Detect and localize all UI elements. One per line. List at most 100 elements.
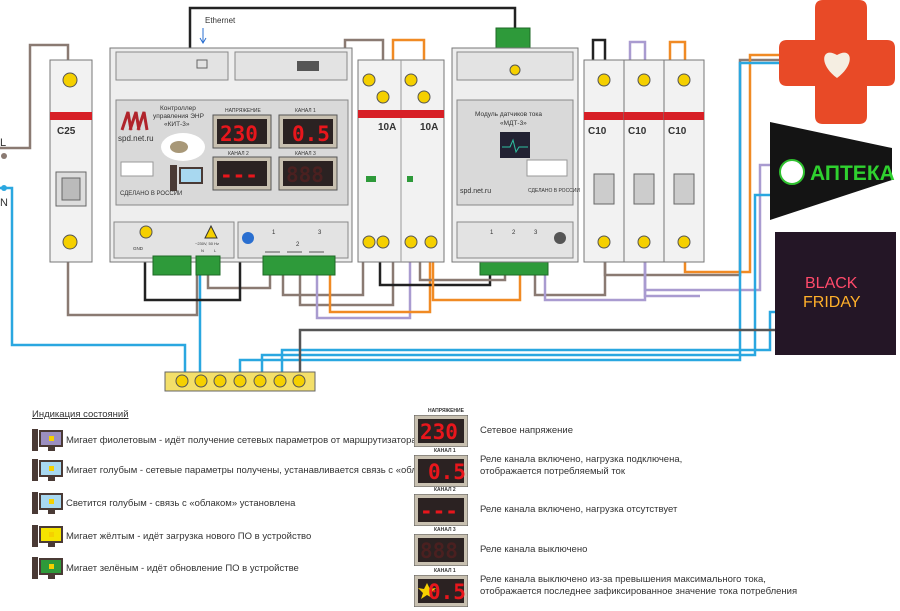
warning-icon [204, 224, 218, 239]
relay-module-10a[interactable]: 10A 10A [357, 59, 445, 263]
network-icon [196, 59, 208, 69]
svg-text:BLACK: BLACK [805, 275, 858, 292]
svg-text:N: N [201, 248, 204, 253]
line-dot [1, 153, 7, 159]
status-legend-text: Мигает фиолетовым - идёт получение сетев… [66, 435, 417, 446]
computer-status-icon [32, 429, 63, 451]
display-label: КАНАЛ 1 [434, 448, 456, 454]
display-sample: --- [414, 494, 468, 526]
display-voltage: НАПРЯЖЕНИЕ 230 [212, 108, 272, 149]
svg-text:2: 2 [512, 230, 516, 236]
main-breaker-c25[interactable]: C25 [49, 59, 93, 263]
pharmacy-sign: АПТЕКА [770, 122, 895, 220]
button-icon [297, 61, 319, 71]
black-friday-sign: BLACK FRIDAY [775, 232, 896, 355]
controller-kit3[interactable]: spd.net.ru Контроллер управления ЭНР «КИ… [109, 47, 353, 263]
display-legend-text: Реле канала выключено [480, 544, 588, 555]
svg-text:КАНАЛ 1: КАНАЛ 1 [295, 108, 316, 114]
line-wire [0, 43, 70, 150]
svg-text:АПТЕКА: АПТЕКА [810, 162, 895, 185]
display-sample: 0.5 [414, 455, 468, 487]
svg-text:0.5: 0.5 [292, 122, 330, 146]
svg-text:«МДТ-3»: «МДТ-3» [500, 120, 527, 127]
pulse-icon [500, 132, 530, 158]
display-legend-text: Реле канала включено, нагрузка подключен… [480, 454, 683, 477]
neutral-bus-bar [164, 371, 316, 392]
svg-text:---: --- [420, 499, 458, 523]
svg-text:10A: 10A [420, 122, 438, 133]
breaker-rating: C25 [57, 126, 76, 137]
load-breakers[interactable]: C10 C10 C10 [583, 59, 705, 263]
status-legend-text: Светится голубым - связь с «облаком» уст… [66, 498, 296, 509]
status-legend-text: Мигает жёлтым - идёт загрузка нового ПО … [66, 531, 312, 542]
svg-text:FRIDAY: FRIDAY [803, 294, 861, 311]
barcode [526, 159, 568, 177]
heart-icon [824, 52, 850, 78]
svg-text:GND: GND [133, 246, 144, 251]
svg-text:C10: C10 [668, 126, 687, 137]
relay-arrows-icon [242, 232, 254, 244]
sensor-module-mdt3[interactable]: Модуль датчиков тока «МДТ-3» spd.net.ru … [451, 47, 580, 263]
svg-text:КАНАЛ 2: КАНАЛ 2 [228, 151, 249, 157]
svg-text:0.5: 0.5 [428, 580, 466, 604]
display-sample: 888 [414, 534, 468, 566]
screw-icon [62, 234, 78, 250]
svg-text:3: 3 [534, 230, 538, 236]
svg-text:spd.net.ru: spd.net.ru [460, 188, 491, 195]
svg-text:10A: 10A [378, 122, 396, 133]
svg-text:0.5: 0.5 [428, 460, 466, 484]
svg-text:---: --- [220, 163, 258, 187]
breaker-c10-2: C10 [623, 59, 665, 263]
svg-text:888: 888 [286, 163, 324, 187]
breaker-c10-1: C10 [583, 59, 625, 263]
controller-brand: spd.net.ru [118, 134, 154, 143]
display-sample: 230 [414, 415, 468, 447]
power-icon [509, 64, 521, 76]
svg-text:КАНАЛ 3: КАНАЛ 3 [295, 151, 316, 157]
svg-text:~230V, 50 Hz: ~230V, 50 Hz [195, 241, 219, 246]
ethernet-label: Ethernet [205, 16, 236, 25]
display-sample: 0.5 [414, 575, 468, 607]
svg-text:Модуль датчиков тока: Модуль датчиков тока [475, 111, 542, 118]
svg-text:C10: C10 [628, 126, 647, 137]
line-label: L [0, 137, 6, 149]
svg-text:2: 2 [296, 242, 300, 248]
svg-text:230: 230 [220, 122, 258, 146]
ethernet-cable [188, 6, 517, 48]
svg-text:управления ЭНР: управления ЭНР [153, 113, 204, 120]
status-legend-text: Мигает голубым - сетевые параметры получ… [66, 465, 444, 476]
svg-text:«КИТ-3»: «КИТ-3» [164, 121, 190, 128]
svg-text:СДЕЛАНО В РОССИИ: СДЕЛАНО В РОССИИ [120, 191, 182, 197]
computer-status-icon [32, 557, 63, 579]
alarm-icon [418, 583, 436, 599]
svg-text:L: L [214, 248, 217, 253]
computer-status-icon [32, 459, 63, 481]
display-legend-text: Сетевое напряжение [480, 425, 573, 436]
neutral-dot [1, 185, 7, 191]
arrow-down-icon [199, 28, 207, 44]
svg-text:230: 230 [420, 420, 458, 444]
neutral-wire [0, 186, 187, 378]
svg-text:Контроллер: Контроллер [160, 105, 196, 112]
svg-text:C10: C10 [588, 126, 607, 137]
power-icon [139, 225, 153, 239]
wires [0, 6, 780, 378]
breaker-c10-3: C10 [663, 59, 705, 263]
svg-text:НАПРЯЖЕНИЕ: НАПРЯЖЕНИЕ [225, 108, 261, 114]
display-label: НАПРЯЖЕНИЕ [428, 408, 464, 414]
medical-cross-sign [779, 0, 895, 124]
svg-text:3: 3 [318, 230, 322, 236]
svg-text:1: 1 [272, 230, 276, 236]
neutral-label: N [0, 197, 8, 209]
computer-status-icon [32, 492, 63, 514]
svg-text:1: 1 [490, 230, 494, 236]
display-channel-3: КАНАЛ 3 888 [278, 151, 338, 191]
display-channel-2: КАНАЛ 2 --- [212, 151, 272, 191]
computer-icon [170, 165, 177, 191]
screw-icon [62, 72, 78, 88]
display-label: КАНАЛ 1 [434, 568, 456, 574]
display-legend-text: Реле канала включено, нагрузка отсутству… [480, 504, 678, 515]
svg-text:СДЕЛАНО В РОССИИ: СДЕЛАНО В РОССИИ [528, 188, 580, 194]
spd-logo [120, 111, 149, 131]
